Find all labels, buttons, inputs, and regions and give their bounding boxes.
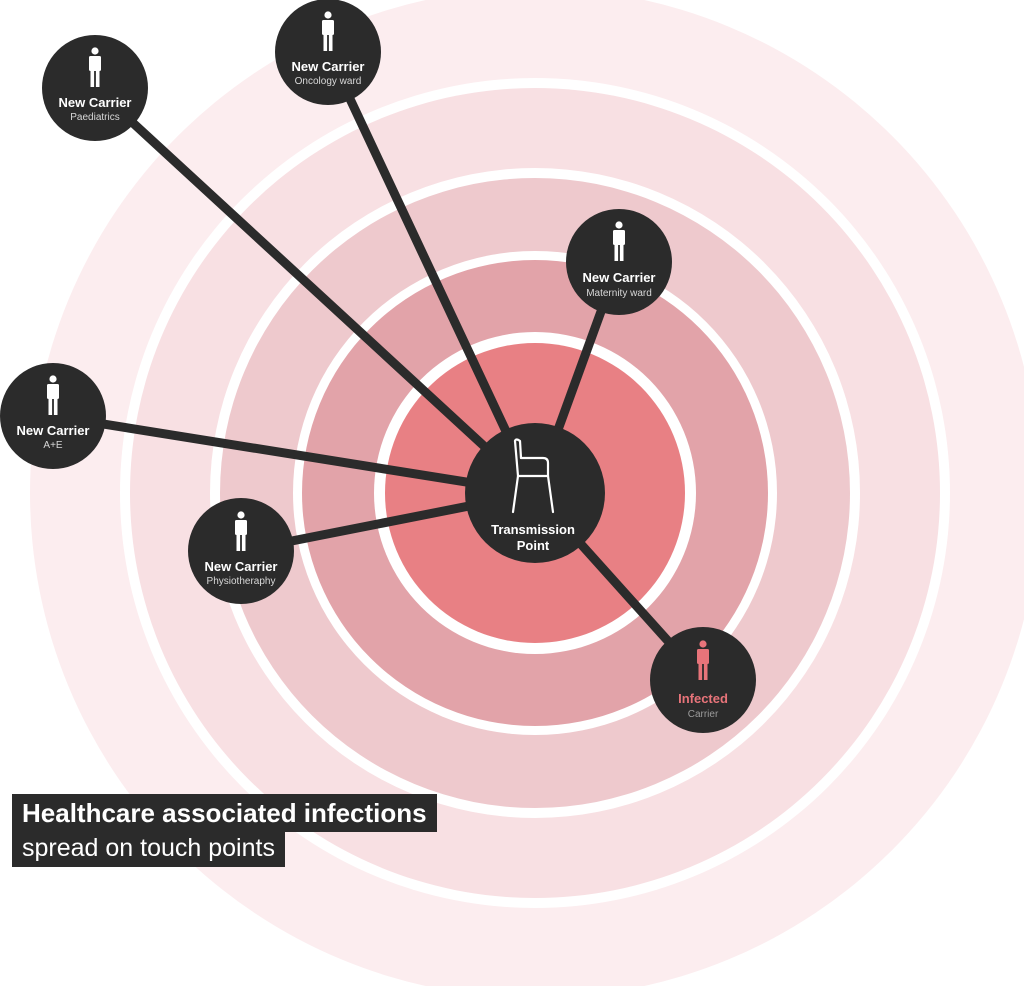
node-title: New Carrier bbox=[17, 423, 90, 438]
person-icon bbox=[322, 11, 334, 51]
node-title: New Carrier bbox=[59, 95, 132, 110]
caption-subheading: spread on touch points bbox=[12, 831, 285, 867]
node-subtitle: Physiotheraphy bbox=[207, 576, 276, 587]
hub-title-line2: Point bbox=[517, 538, 550, 553]
node-circle bbox=[42, 35, 148, 141]
node-subtitle: Oncology ward bbox=[295, 76, 362, 87]
node-circle bbox=[275, 0, 381, 105]
hub-title-line1: Transmission bbox=[491, 522, 575, 537]
node-subtitle: A+E bbox=[43, 440, 63, 451]
link-oncology bbox=[323, 47, 540, 498]
hub-transmission-point: Transmission Point bbox=[465, 423, 605, 563]
node-oncology: New Carrier Oncology ward bbox=[275, 0, 381, 105]
person-icon bbox=[613, 221, 625, 261]
node-subtitle: Maternity ward bbox=[586, 288, 652, 299]
node-title: Infected bbox=[678, 691, 728, 706]
link-ae bbox=[48, 411, 540, 498]
hub-circle bbox=[465, 423, 605, 563]
node-maternity: New Carrier Maternity ward bbox=[566, 209, 672, 315]
node-ae: New Carrier A+E bbox=[0, 363, 106, 469]
person-icon bbox=[89, 47, 101, 87]
node-title: New Carrier bbox=[205, 559, 278, 574]
person-icon bbox=[235, 511, 247, 551]
node-circle bbox=[0, 363, 106, 469]
caption-heading: Healthcare associated infections bbox=[12, 794, 437, 832]
node-title: New Carrier bbox=[583, 270, 656, 285]
node-infected: Infected Carrier bbox=[650, 627, 756, 733]
person-icon bbox=[47, 375, 59, 415]
node-subtitle: Paediatrics bbox=[70, 112, 119, 123]
node-physio: New Carrier Physiotheraphy bbox=[188, 498, 294, 604]
chair-icon bbox=[511, 438, 555, 514]
person-icon bbox=[697, 640, 709, 680]
node-circle bbox=[650, 627, 756, 733]
node-circle bbox=[188, 498, 294, 604]
node-circle bbox=[566, 209, 672, 315]
link-paediatrics bbox=[90, 83, 540, 498]
node-paediatrics: New Carrier Paediatrics bbox=[42, 35, 148, 141]
node-subtitle: Carrier bbox=[688, 709, 719, 720]
node-title: New Carrier bbox=[292, 59, 365, 74]
